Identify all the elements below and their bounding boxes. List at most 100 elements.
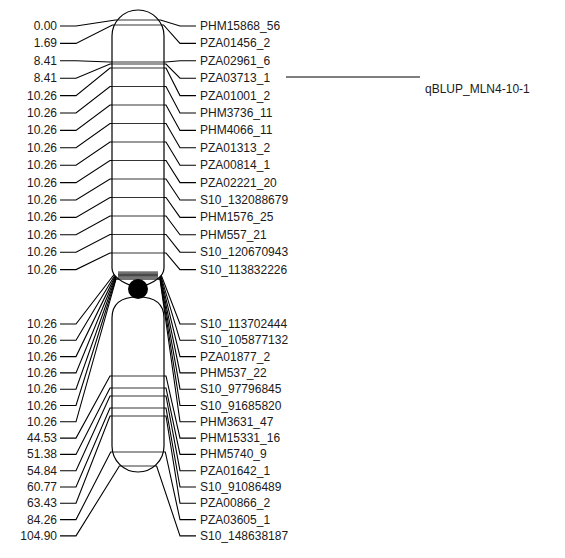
marker-name: PZA02961_6 bbox=[200, 54, 270, 68]
leader-line bbox=[60, 408, 112, 487]
marker-name: S10_148638187 bbox=[200, 529, 288, 543]
leader-line bbox=[164, 179, 196, 200]
position-cm: 10.26 bbox=[27, 382, 57, 396]
marker-name: S10_97796845 bbox=[200, 382, 281, 396]
position-cm: 60.77 bbox=[27, 480, 57, 494]
marker-band bbox=[112, 86, 164, 87]
position-cm: 44.53 bbox=[27, 431, 57, 445]
marker-band bbox=[118, 274, 158, 275]
position-cm: 10.26 bbox=[27, 366, 57, 380]
leader-line bbox=[60, 61, 112, 62]
leader-line bbox=[60, 274, 118, 356]
position-cm: 8.41 bbox=[34, 71, 57, 85]
leader-line bbox=[60, 20, 118, 26]
marker-band bbox=[113, 452, 164, 453]
leader-line bbox=[164, 253, 196, 270]
marker-band bbox=[112, 123, 164, 124]
marker-band bbox=[118, 273, 158, 274]
position-cm: 10.26 bbox=[27, 193, 57, 207]
marker-band bbox=[118, 272, 158, 273]
leader-line bbox=[60, 64, 112, 78]
leader-line bbox=[60, 25, 114, 43]
marker-name: PHM557_21 bbox=[200, 228, 267, 242]
marker-name: PHM3736_11 bbox=[200, 106, 273, 120]
marker-name: PZA01001_2 bbox=[200, 89, 270, 103]
marker-name: PHM3631_47 bbox=[200, 415, 273, 429]
qtl-line bbox=[286, 76, 420, 77]
leader-line bbox=[163, 452, 196, 520]
marker-band bbox=[118, 275, 158, 276]
marker-name: PHM537_22 bbox=[200, 366, 267, 380]
position-cm: 10.26 bbox=[27, 176, 57, 190]
leader-line bbox=[164, 235, 196, 253]
leader-line bbox=[60, 142, 112, 165]
marker-name: PHM4066_11 bbox=[200, 123, 273, 137]
marker-band bbox=[118, 278, 158, 279]
position-cm: 10.26 bbox=[27, 106, 57, 120]
marker-name: S10_113832226 bbox=[200, 263, 287, 277]
marker-name: S10_113702444 bbox=[200, 317, 287, 331]
position-cm: 8.41 bbox=[34, 54, 57, 68]
position-cm: 10.26 bbox=[27, 350, 57, 364]
marker-band bbox=[112, 388, 164, 389]
leader-line bbox=[60, 161, 112, 183]
leader-line bbox=[60, 452, 113, 520]
marker-band bbox=[112, 68, 164, 69]
leader-line bbox=[164, 216, 196, 235]
leader-line bbox=[164, 376, 196, 438]
marker-band bbox=[112, 160, 164, 161]
position-cm: 10.26 bbox=[27, 228, 57, 242]
marker-name: PZA00814_1 bbox=[200, 158, 270, 172]
marker-band bbox=[112, 179, 164, 180]
marker-band bbox=[112, 105, 164, 106]
leader-line bbox=[60, 466, 121, 536]
marker-band bbox=[114, 25, 161, 26]
marker-name: PHM15331_16 bbox=[200, 431, 280, 445]
leader-line bbox=[60, 198, 112, 218]
leader-line bbox=[60, 124, 112, 148]
position-cm: 10.26 bbox=[27, 317, 57, 331]
marker-band bbox=[118, 276, 158, 277]
position-cm: 10.26 bbox=[27, 141, 57, 155]
marker-name: S10_132088679 bbox=[200, 193, 288, 207]
marker-band bbox=[112, 253, 164, 254]
marker-name: PHM5740_9 bbox=[200, 447, 267, 461]
leader-line bbox=[60, 277, 118, 389]
centromere bbox=[128, 279, 148, 299]
position-cm: 0.00 bbox=[34, 19, 57, 33]
qtl-label: qBLUP_MLN4-10-1 bbox=[425, 82, 530, 96]
position-cm: 51.38 bbox=[27, 447, 57, 461]
leader-line bbox=[60, 279, 118, 422]
leader-line bbox=[155, 466, 196, 536]
marker-name: PZA01642_1 bbox=[200, 464, 270, 478]
marker-band bbox=[112, 376, 164, 377]
leader-line bbox=[60, 278, 118, 406]
marker-band bbox=[112, 216, 164, 217]
marker-name: PZA00866_2 bbox=[200, 496, 270, 510]
marker-name: S10_91086489 bbox=[200, 480, 281, 494]
leader-line bbox=[60, 179, 112, 200]
marker-name: PZA02221_20 bbox=[200, 176, 277, 190]
position-cm: 10.26 bbox=[27, 123, 57, 137]
leader-line bbox=[164, 416, 196, 503]
marker-name: PZA03605_1 bbox=[200, 513, 270, 527]
position-cm: 10.26 bbox=[27, 89, 57, 103]
position-cm: 10.26 bbox=[27, 333, 57, 347]
marker-band bbox=[112, 408, 164, 409]
marker-name: PZA03713_1 bbox=[200, 71, 270, 85]
leader-line bbox=[164, 161, 196, 183]
marker-band bbox=[121, 466, 154, 467]
position-cm: 10.26 bbox=[27, 263, 57, 277]
leader-line bbox=[60, 235, 112, 253]
chromosome-upper-arm bbox=[112, 10, 164, 288]
marker-name: PHM1576_25 bbox=[200, 210, 273, 224]
marker-name: PZA01877_2 bbox=[200, 350, 270, 364]
leader-line bbox=[164, 142, 196, 165]
leader-line bbox=[164, 124, 196, 148]
marker-band bbox=[112, 396, 164, 397]
leader-line bbox=[60, 276, 118, 373]
marker-band bbox=[112, 62, 164, 63]
marker-band bbox=[112, 197, 164, 198]
position-cm: 10.26 bbox=[27, 245, 57, 259]
marker-band bbox=[112, 142, 164, 143]
